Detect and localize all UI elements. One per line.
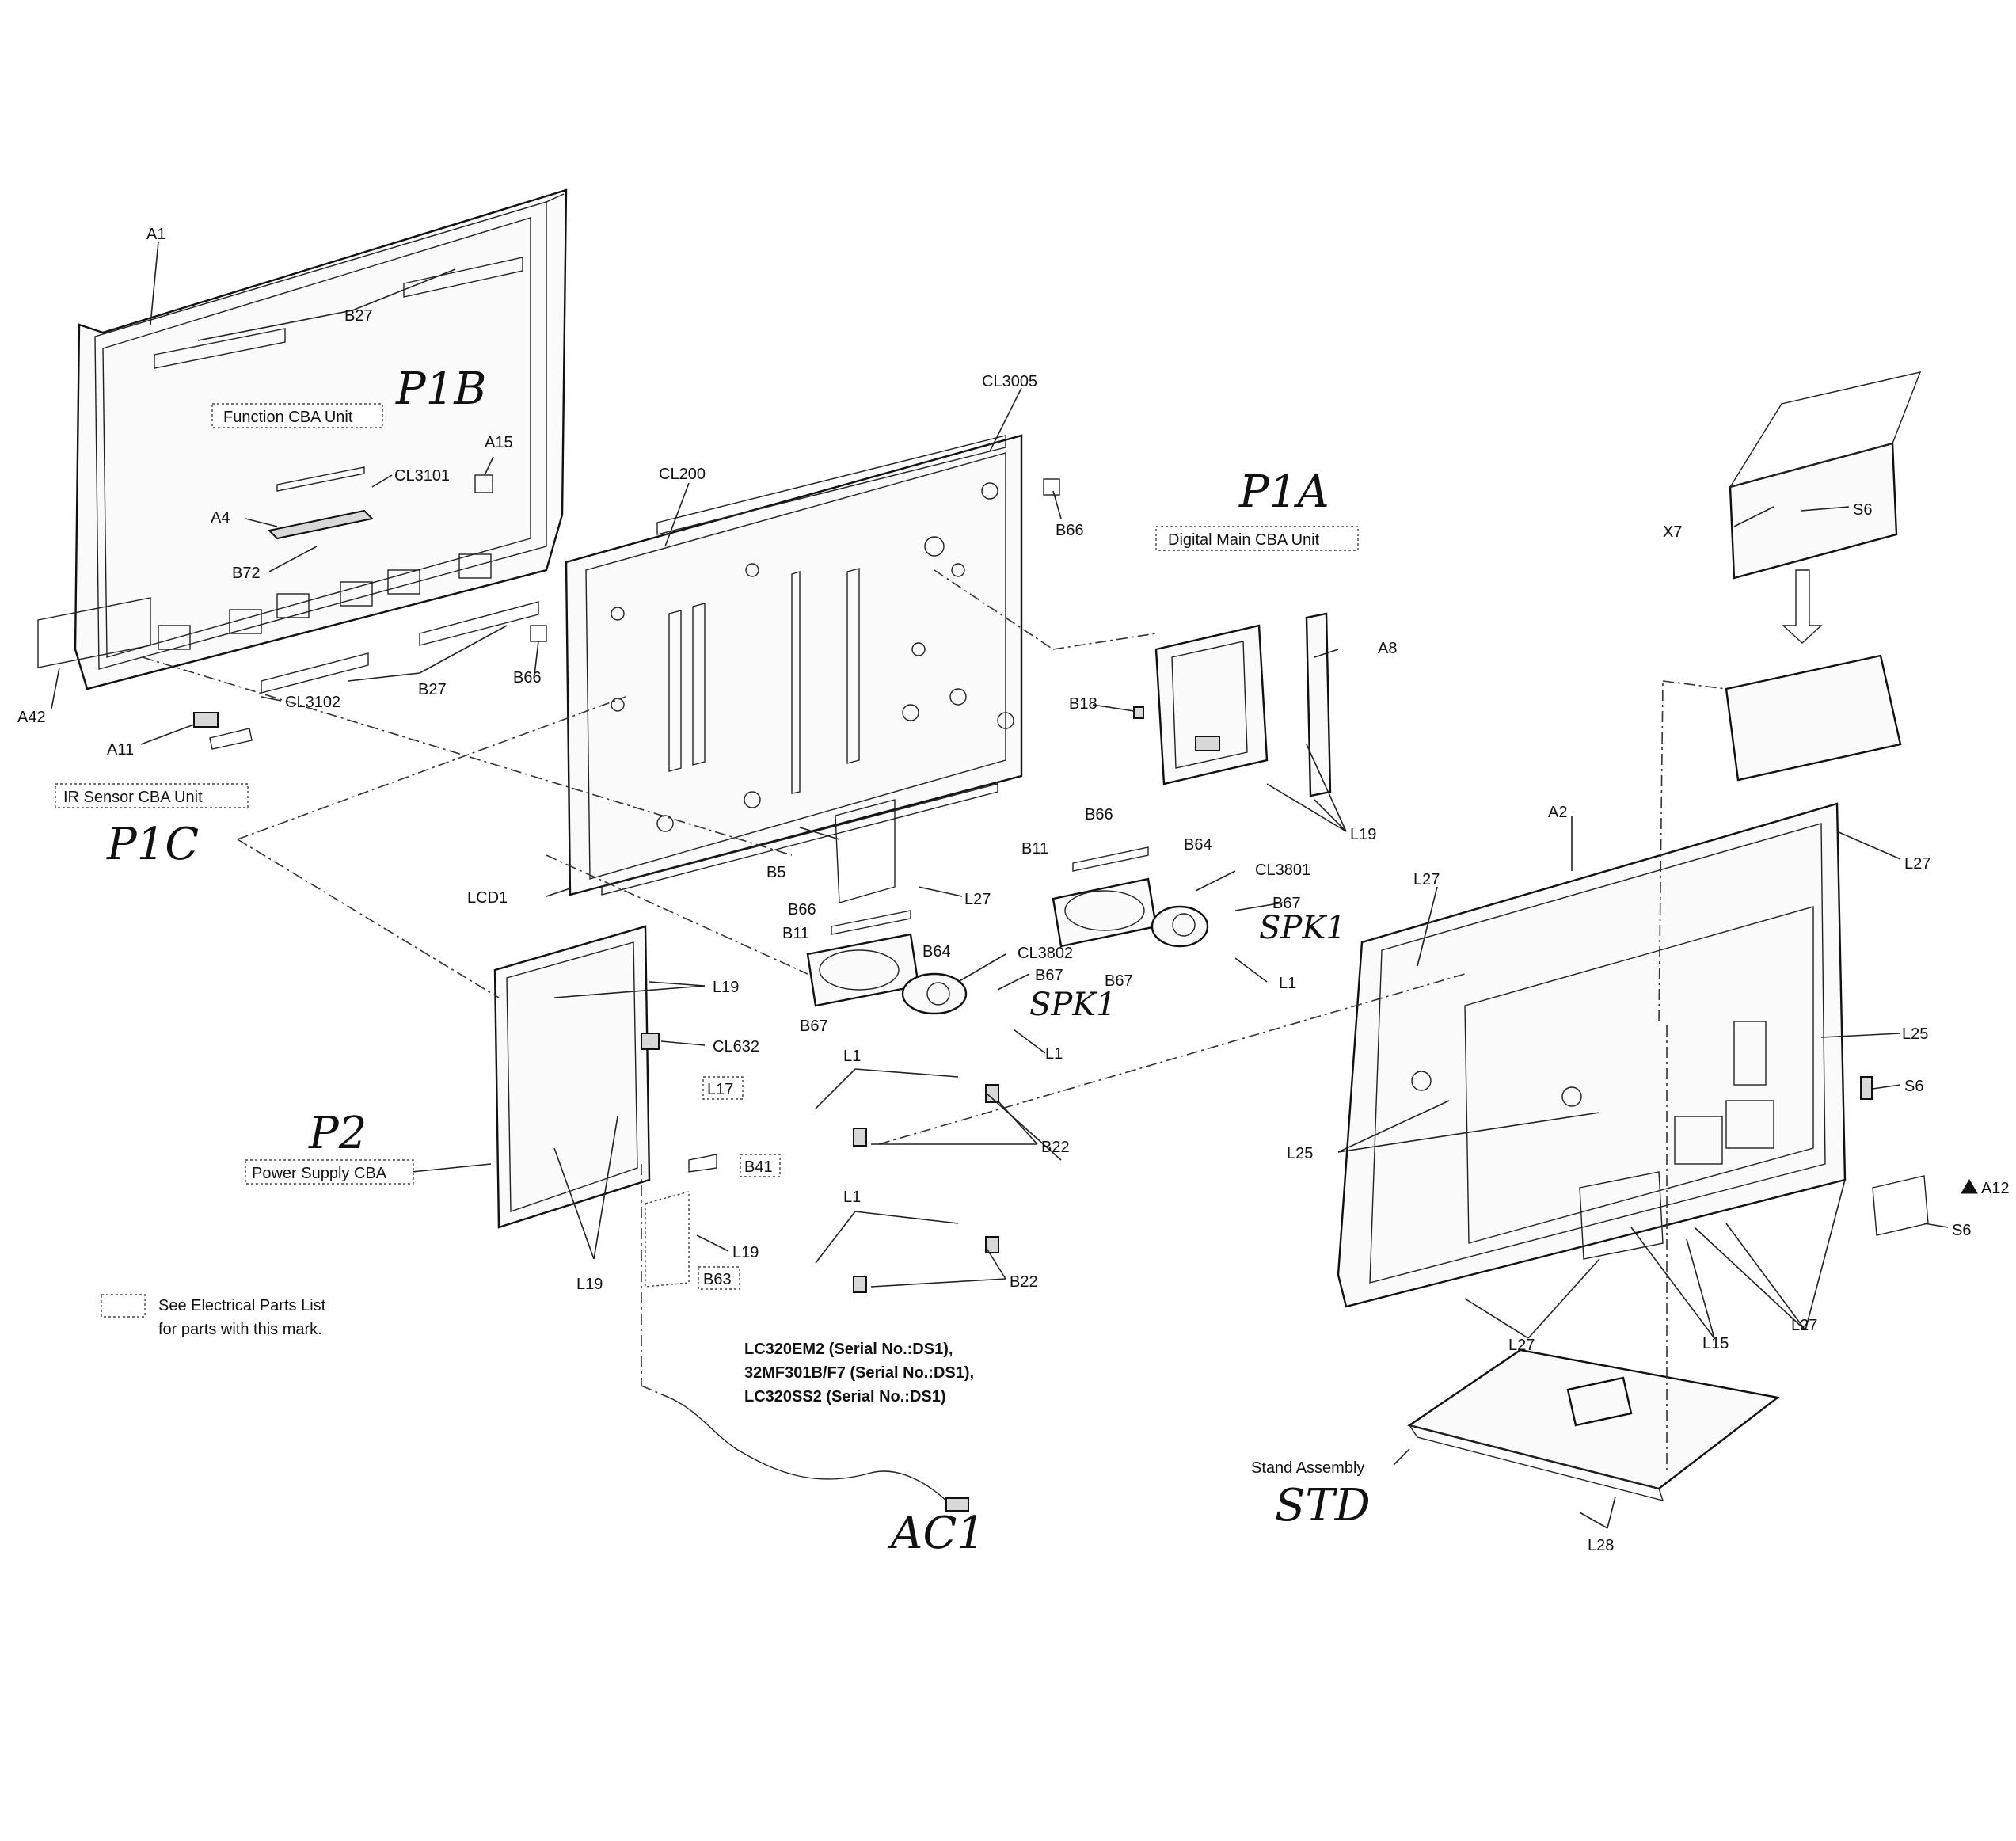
assembly-lines <box>142 569 1727 1473</box>
ir-sensor-cba-label: IR Sensor CBA Unit <box>63 789 203 806</box>
label-B66-d: B66 <box>788 901 816 919</box>
label-B64-a: B64 <box>1184 836 1212 854</box>
speaker-left <box>806 910 968 1015</box>
front-bezel-a1 <box>37 188 568 750</box>
label-B64-b: B64 <box>922 943 951 960</box>
label-B67-d: B67 <box>800 1017 828 1035</box>
label-A2: A2 <box>1548 804 1567 821</box>
label-X7: X7 <box>1663 523 1682 541</box>
label-L27-d: L27 <box>1508 1337 1535 1354</box>
label-B5: B5 <box>766 864 785 881</box>
handwritten-labels: P1B P1A P1C P2 SPK1 SPK1 STD AC1 <box>106 363 1371 1559</box>
label-L28: L28 <box>1588 1537 1614 1554</box>
label-L17: L17 <box>707 1081 733 1098</box>
boxed-labels: Function CBA Unit Digital Main CBA Unit … <box>55 403 1359 1290</box>
label-B11-a: B11 <box>1021 840 1048 858</box>
label-A1: A1 <box>146 226 165 243</box>
label-S6-c: S6 <box>1952 1222 1971 1239</box>
rear-cover-a2 <box>1337 802 1929 1308</box>
label-A42: A42 <box>17 709 46 726</box>
label-B66-a: B66 <box>1056 522 1084 539</box>
label-CL200: CL200 <box>659 466 706 483</box>
label-B11-b: B11 <box>782 925 809 942</box>
label-B72: B72 <box>232 565 261 582</box>
part-labels: A1 B27 A15 CL3101 A4 B72 A42 CL3102 A11 … <box>17 226 2010 1554</box>
function-cba-label: Function CBA Unit <box>223 409 353 426</box>
model-line-3: LC320SS2 (Serial No.:DS1) <box>744 1388 946 1405</box>
label-L27-e: L27 <box>1791 1317 1817 1334</box>
legend-line-2: for parts with this mark. <box>158 1321 322 1338</box>
label-CL3005: CL3005 <box>982 373 1037 390</box>
label-L1-a: L1 <box>1279 975 1296 992</box>
label-L27-b: L27 <box>1904 855 1930 873</box>
label-A15: A15 <box>485 434 513 451</box>
label-L27-c: L27 <box>1413 871 1440 888</box>
handwritten-spk1-a: SPK1 <box>1259 910 1346 946</box>
ac-cord <box>668 1397 969 1512</box>
label-B67-a: B67 <box>1272 895 1301 912</box>
label-A11: A11 <box>107 741 134 759</box>
label-A8: A8 <box>1378 640 1397 657</box>
handwritten-p1a: P1A <box>1238 466 1329 518</box>
label-L1-c: L1 <box>843 1048 861 1065</box>
label-CL632: CL632 <box>713 1038 759 1056</box>
label-B27-mid: B27 <box>418 681 447 698</box>
handwritten-p1b: P1B <box>395 363 486 415</box>
stand-assembly-label: Stand Assembly <box>1251 1459 1364 1477</box>
power-supply-cba-label: Power Supply CBA <box>252 1165 387 1182</box>
label-L25-b: L25 <box>1287 1145 1313 1162</box>
label-B66-c: B66 <box>1085 806 1113 824</box>
label-A12: A12 <box>1981 1180 2010 1197</box>
warning-triangle-icon <box>1961 1179 1978 1194</box>
label-CL3801: CL3801 <box>1255 862 1310 879</box>
label-CL3101: CL3101 <box>394 467 450 485</box>
label-S6-b: S6 <box>1904 1078 1923 1095</box>
label-L19-a: L19 <box>1350 826 1376 843</box>
label-B63: B63 <box>703 1271 732 1288</box>
speaker-right <box>1052 846 1209 948</box>
handwritten-p2: P2 <box>308 1108 367 1159</box>
label-B67-b: B67 <box>1105 972 1133 990</box>
model-list: LC320EM2 (Serial No.:DS1), 32MF301B/F7 (… <box>744 1341 974 1405</box>
legend-line-1: See Electrical Parts List <box>158 1297 326 1314</box>
label-B22-b: B22 <box>1010 1273 1038 1291</box>
label-L15: L15 <box>1702 1335 1729 1352</box>
label-B67-c: B67 <box>1035 967 1063 984</box>
label-L19-d: L19 <box>576 1276 603 1293</box>
x7-card <box>1725 371 1922 782</box>
handwritten-p1c: P1C <box>106 819 199 870</box>
model-line-2: 32MF301B/F7 (Serial No.:DS1), <box>744 1364 974 1382</box>
leader-lines <box>51 241 1949 1529</box>
label-A4: A4 <box>211 509 230 527</box>
handwritten-spk1-b: SPK1 <box>1029 987 1116 1023</box>
digital-main-cba <box>1133 612 1332 797</box>
b22-brackets <box>853 1084 999 1293</box>
digital-main-cba-label: Digital Main CBA Unit <box>1168 531 1320 549</box>
power-supply-cba <box>493 925 717 1288</box>
legend: See Electrical Parts List for parts with… <box>101 1294 326 1338</box>
model-line-1: LC320EM2 (Serial No.:DS1), <box>744 1341 953 1358</box>
label-L1-b: L1 <box>1045 1045 1063 1063</box>
handwritten-std: STD <box>1275 1480 1371 1531</box>
label-CL3802: CL3802 <box>1018 945 1073 962</box>
lcd-panel-lcd1 <box>530 434 1060 903</box>
label-B27-top: B27 <box>344 307 373 325</box>
label-L27-a: L27 <box>964 891 991 908</box>
label-B18: B18 <box>1069 695 1097 713</box>
stand-assembly <box>1407 1348 1780 1501</box>
handwritten-ac1: AC1 <box>887 1508 985 1559</box>
label-B22-a: B22 <box>1041 1139 1070 1156</box>
label-CL3102: CL3102 <box>285 694 340 711</box>
label-LCD1: LCD1 <box>467 889 508 907</box>
label-B41: B41 <box>744 1158 773 1176</box>
label-B66-b: B66 <box>513 669 542 687</box>
label-L19-c: L19 <box>732 1244 759 1261</box>
label-L1-d: L1 <box>843 1189 861 1206</box>
label-L25-a: L25 <box>1902 1025 1928 1043</box>
label-L19-b: L19 <box>713 979 739 996</box>
label-S6-a: S6 <box>1853 501 1872 519</box>
